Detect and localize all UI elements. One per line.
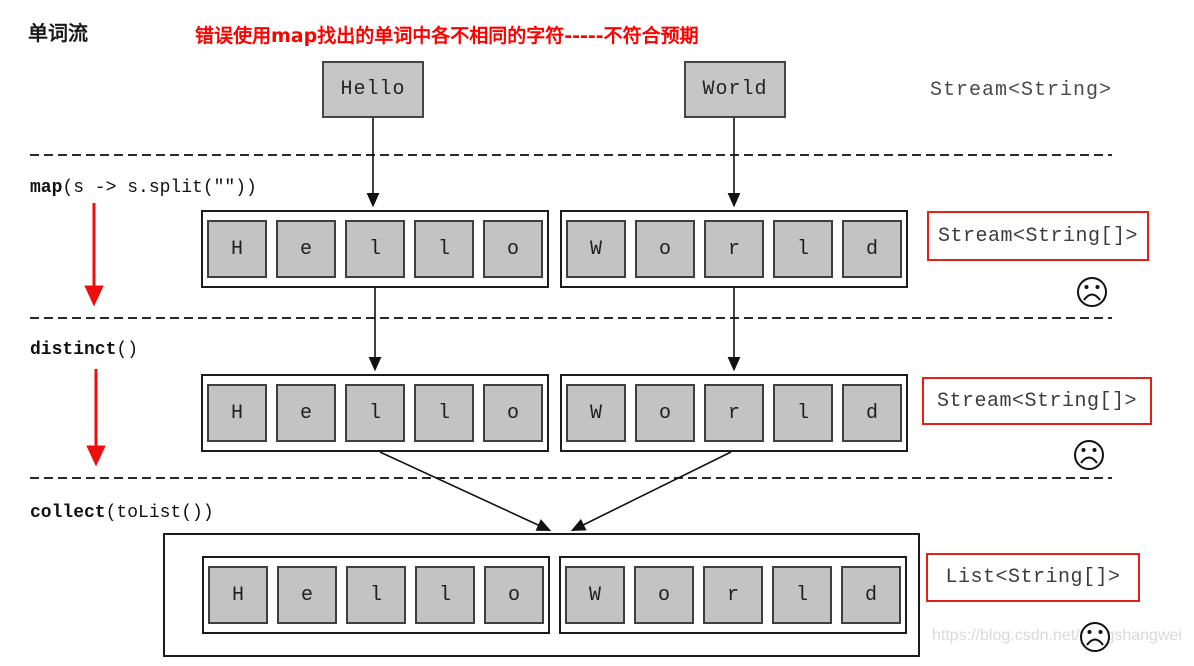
op-map-keyword: map	[30, 178, 63, 198]
letter-cell: r	[703, 566, 763, 624]
map-row-hello: H e l l o	[201, 210, 549, 288]
op-label-collect: collect(toList())	[30, 503, 214, 523]
letter-cell: H	[207, 384, 267, 442]
letter-cell: H	[208, 566, 268, 624]
letter-cell: o	[635, 384, 695, 442]
letter-cell: r	[704, 384, 764, 442]
letter-cell: H	[207, 220, 267, 278]
source-word-world: World	[684, 61, 786, 118]
watermark: https://blog.csdn.net/yangshangwei	[932, 627, 1182, 644]
error-note-heading: 错误使用map找出的单词中各不相同的字符-----不符合预期	[195, 25, 699, 47]
op-distinct-keyword: distinct	[30, 340, 117, 360]
type-label-result: List<String[]>	[926, 553, 1140, 602]
letter-cell: l	[345, 384, 405, 442]
letter-cell: e	[276, 220, 336, 278]
letter-cell: l	[773, 220, 833, 278]
letter-cell: W	[566, 220, 626, 278]
letter-cell: W	[566, 384, 626, 442]
sad-face-icon	[1080, 622, 1110, 652]
op-label-map: map(s -> s.split(""))	[30, 178, 257, 198]
op-map-args: (s -> s.split(""))	[62, 178, 257, 198]
letter-cell: o	[483, 220, 543, 278]
arrow-distinctrow-world-to-collect	[570, 451, 732, 532]
letter-cell: o	[483, 384, 543, 442]
distinct-row-world: W o r l d	[560, 374, 908, 452]
letter-cell: l	[346, 566, 406, 624]
letter-cell: l	[772, 566, 832, 624]
op-collect-keyword: collect	[30, 503, 106, 523]
letter-cell: l	[773, 384, 833, 442]
letter-cell: d	[842, 220, 902, 278]
op-collect-args: (toList())	[105, 503, 214, 523]
op-label-distinct: distinct()	[30, 340, 138, 360]
letter-cell: o	[635, 220, 695, 278]
letter-cell: d	[842, 384, 902, 442]
op-distinct-args: ()	[116, 340, 139, 360]
letter-cell: e	[276, 384, 336, 442]
letter-cell: o	[484, 566, 544, 624]
collect-row-world: W o r l d	[559, 556, 907, 634]
letter-cell: l	[345, 220, 405, 278]
page-title: 单词流	[28, 21, 88, 45]
letter-cell: l	[414, 384, 474, 442]
type-label-source: Stream<String>	[930, 79, 1113, 102]
letter-cell: d	[841, 566, 901, 624]
sad-face-icon	[1074, 440, 1104, 470]
letter-cell: l	[415, 566, 475, 624]
letter-cell: r	[704, 220, 764, 278]
arrow-distinctrow-hello-to-collect	[379, 451, 552, 532]
source-word-hello: Hello	[322, 61, 424, 118]
distinct-row-hello: H e l l o	[201, 374, 549, 452]
letter-cell: l	[414, 220, 474, 278]
letter-cell: W	[565, 566, 625, 624]
type-label-after-distinct: Stream<String[]>	[922, 377, 1152, 425]
sad-face-icon	[1077, 277, 1107, 307]
type-label-after-map: Stream<String[]>	[927, 211, 1149, 261]
map-row-world: W o r l d	[560, 210, 908, 288]
letter-cell: e	[277, 566, 337, 624]
collect-row-hello: H e l l o	[202, 556, 550, 634]
letter-cell: o	[634, 566, 694, 624]
